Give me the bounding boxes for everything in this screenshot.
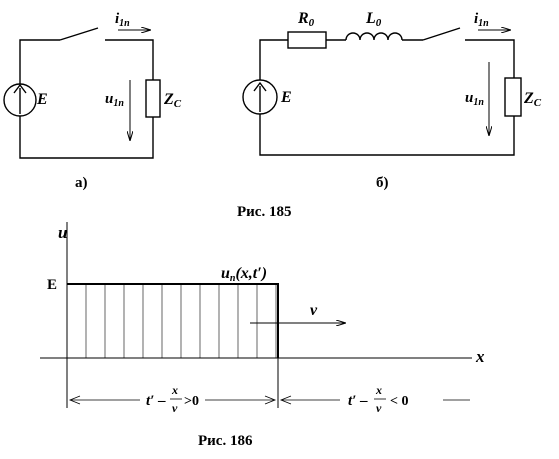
circuit-b-resistor-label: R	[297, 10, 309, 27]
svg-text:L0: L0	[365, 10, 382, 29]
circuit-b-inductor-icon	[345, 32, 403, 41]
circuit-b-inductor-label: L	[365, 10, 376, 27]
circuit-b-load-icon	[504, 77, 522, 117]
fig186-caption: Рис. 186	[198, 433, 253, 449]
circuit-a-switch	[59, 27, 99, 41]
wave-sub: п	[230, 273, 236, 284]
circuit-b-load-label: Z	[523, 90, 534, 107]
right-region-den: v	[376, 401, 382, 415]
x-axis-label: x	[475, 347, 485, 366]
left-region-num: x	[171, 383, 178, 397]
circuit-a-source-label: E	[36, 91, 48, 108]
circuit-a-load-icon	[145, 79, 161, 118]
circuit-a-load-label: Z	[163, 91, 174, 108]
circuit-b-tag: б)	[376, 175, 389, 191]
circuit-a	[3, 27, 161, 159]
left-region-t: t′ –	[146, 393, 166, 409]
right-region-num: x	[375, 383, 382, 397]
circuit-b-current-sub: 1п	[478, 18, 489, 29]
svg-text:ZC: ZC	[163, 91, 182, 110]
right-region-t: t′ –	[348, 393, 368, 409]
circuit-a-tag: а)	[75, 175, 88, 191]
circuit-b-voltage-label: u	[465, 90, 473, 106]
wave-label: u	[221, 265, 230, 282]
svg-text:i1п: i1п	[474, 11, 489, 29]
svg-text:i1п: i1п	[115, 11, 130, 29]
wave-plot	[40, 222, 472, 408]
circuit-b	[242, 27, 522, 156]
circuit-a-voltage-label: u	[105, 91, 113, 107]
circuit-b-load-sub: C	[534, 97, 542, 109]
wave-args: (x,t′)	[235, 265, 267, 282]
circuit-b-current-label: i	[474, 11, 479, 27]
svg-text:ZC: ZC	[523, 90, 542, 109]
svg-text:uп(x,t′): uп(x,t′)	[221, 265, 267, 284]
u-axis-label: u	[58, 223, 67, 242]
circuit-b-source-arrowhead	[253, 81, 267, 92]
circuit-a-load-sub: C	[174, 98, 182, 110]
circuit-b-wires	[259, 39, 515, 156]
circuit-b-source-label: E	[280, 89, 292, 106]
fig185-caption: Рис. 185	[237, 204, 291, 220]
circuit-a-source-arrowhead	[13, 83, 27, 94]
right-region-rel: < 0	[390, 394, 408, 409]
svg-text:R0: R0	[297, 10, 315, 29]
circuit-b-resistor-icon	[287, 31, 327, 49]
svg-text:u1п: u1п	[465, 90, 484, 108]
level-e-label: E	[47, 277, 57, 293]
velocity-label: v	[310, 302, 318, 319]
svg-text:u1п: u1п	[105, 91, 124, 109]
left-region-rel: >0	[184, 394, 199, 409]
circuit-b-switch	[422, 27, 461, 41]
circuit-b-inductor-sub: 0	[376, 17, 382, 29]
left-region-den: v	[172, 401, 178, 415]
circuit-a-wires	[19, 39, 154, 159]
wave-front	[67, 283, 279, 358]
circuit-b-voltage-sub: 1п	[473, 97, 484, 108]
circuit-a-voltage-sub: 1п	[113, 98, 124, 109]
wave-hatching	[85, 285, 277, 358]
circuit-b-resistor-sub: 0	[309, 17, 315, 29]
circuit-a-current-sub: 1п	[119, 18, 130, 29]
circuit-a-current-label: i	[115, 11, 120, 27]
